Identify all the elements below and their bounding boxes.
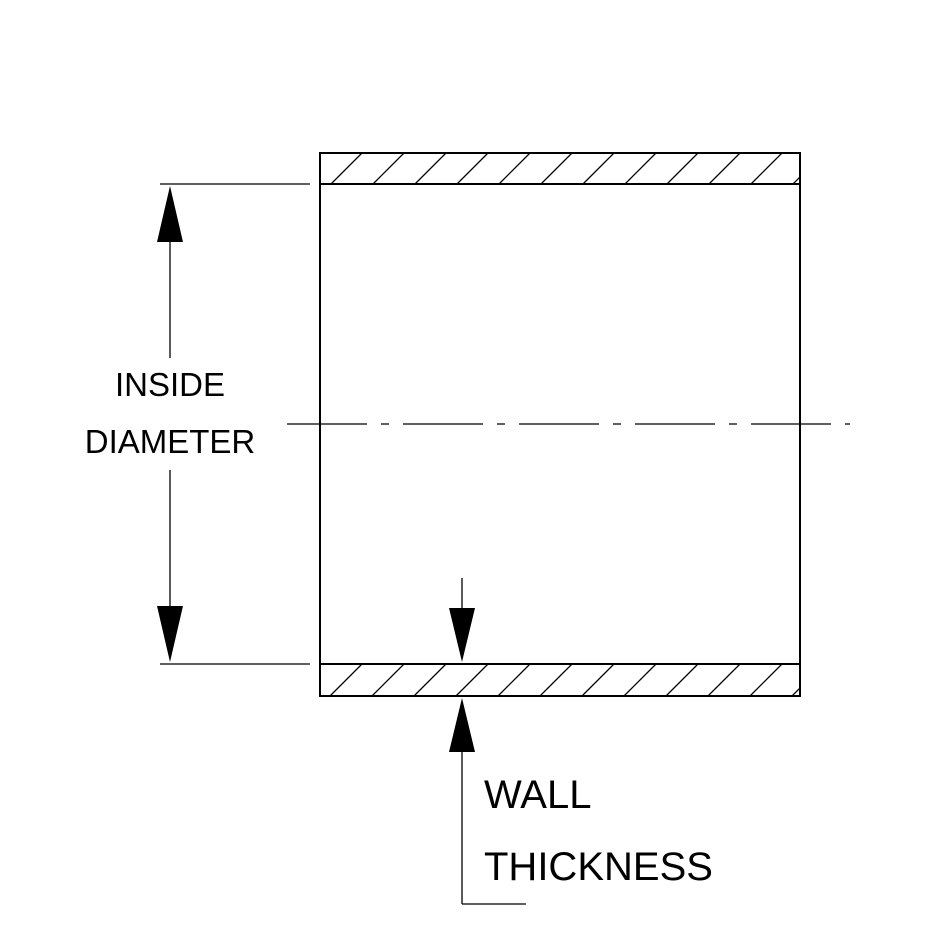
hatch-line [708,153,741,184]
wall-thickness-label-line1: WALL [484,773,591,817]
inside-diameter-label-line2: DIAMETER [85,423,256,460]
hatch-line [750,153,783,184]
hatch-line [456,153,489,184]
hatch-line [539,664,573,696]
hatch-line [581,664,615,696]
id-arrowhead-up [157,186,183,242]
hatch-line [414,153,447,184]
hatch-line [498,153,531,184]
hatch-line [329,664,363,696]
wt-arrowhead-down [449,608,475,662]
hatch-line [707,664,741,696]
hatch-line [330,153,363,184]
wt-arrowhead-up [449,698,475,752]
inside-diameter-label-line1: INSIDE [115,366,225,403]
hatch-line [749,664,783,696]
hatch-line [540,153,573,184]
hatch-line [320,153,321,154]
hatch-line [497,664,531,696]
inside-diameter-dimension [157,183,310,665]
hatch-line [624,153,657,184]
hatch-line [791,687,800,696]
bottom-wall-hatching [320,664,800,696]
hatch-line [413,664,447,696]
top-wall-hatching [320,153,800,184]
hatch-line [455,664,489,696]
wall-thickness-label-line2: THICKNESS [484,845,713,889]
hatch-line [792,176,800,184]
hatch-line [372,153,405,184]
wall-thickness-dimension [449,578,526,905]
hatch-line [623,664,657,696]
id-arrowhead-down [157,606,183,662]
hatch-line [582,153,615,184]
hatch-line [371,664,405,696]
hatch-line [320,664,321,665]
hatch-line [666,153,699,184]
hatch-line [665,664,699,696]
